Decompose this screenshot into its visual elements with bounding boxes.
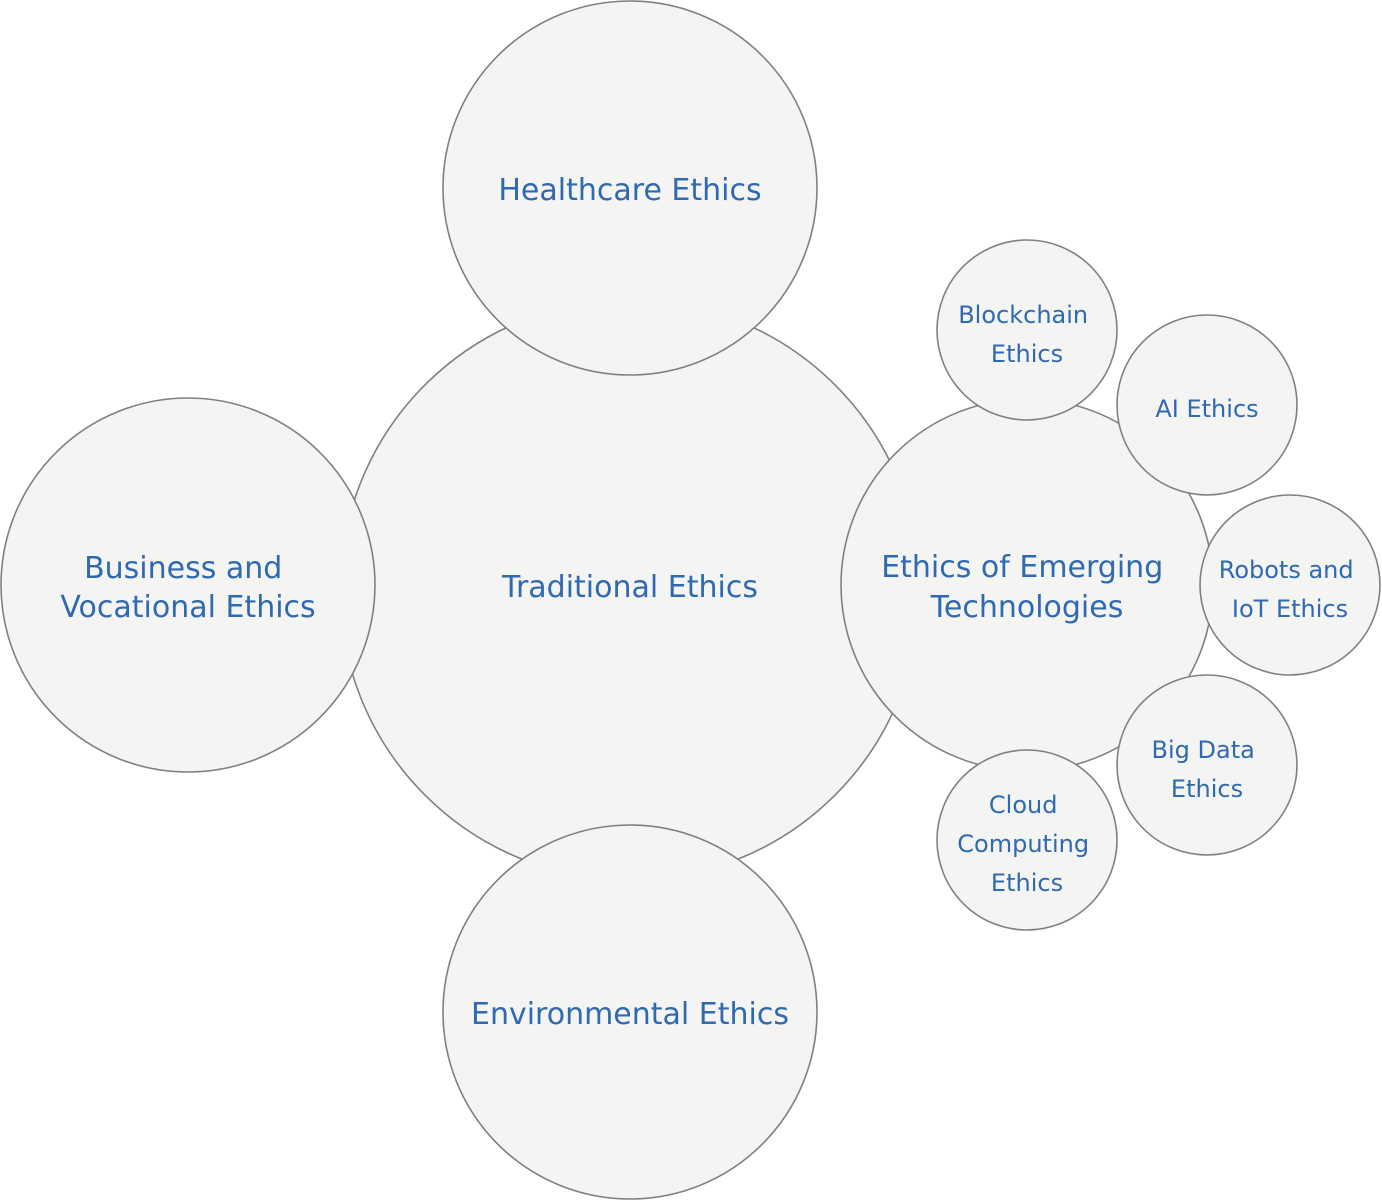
label-blockchain-ethics: Blockchain Ethics [958,301,1096,368]
label-line: Cloud [989,791,1058,819]
label-line: Technologies [930,590,1124,625]
label-healthcare-ethics: Healthcare Ethics [498,173,761,208]
label-line: Traditional Ethics [501,570,758,605]
label-cloud-computing-ethics: Cloud Computing Ethics [957,791,1096,897]
label-line: Big Data [1152,736,1255,764]
label-robots-and-iot-ethics: Robots and IoT Ethics [1219,556,1362,623]
label-line: Ethics [991,340,1063,368]
label-line: Robots and [1219,556,1354,584]
label-line: Ethics of Emerging [881,550,1163,585]
node-environmental-ethics: Environmental Ethics [442,824,818,1200]
label-ai-ethics: AI Ethics [1155,395,1258,423]
bubble-healthcare-ethics [442,0,818,376]
node-robots-and-iot-ethics: Robots and IoT Ethics [1199,494,1381,676]
label-line: Computing [957,830,1089,858]
label-line: Environmental Ethics [471,997,789,1032]
node-blockchain-ethics: Blockchain Ethics [936,239,1118,421]
bubble-environmental-ethics [442,824,818,1200]
node-ai-ethics: AI Ethics [1116,314,1298,496]
label-line: Blockchain [958,301,1088,329]
label-ethics-of-emerging-technologies: Ethics of Emerging Technologies [881,550,1173,625]
bubble-ai-ethics [1116,314,1298,496]
label-line: Vocational Ethics [60,590,315,625]
label-line: Ethics [991,869,1063,897]
node-traditional-ethics: Traditional Ethics [339,299,921,881]
label-line: Ethics [1171,775,1243,803]
bubble-blockchain-ethics [936,239,1118,421]
label-big-data-ethics: Big Data Ethics [1152,736,1263,803]
label-environmental-ethics: Environmental Ethics [471,997,789,1032]
label-line: Business and [84,551,282,586]
node-cloud-computing-ethics: Cloud Computing Ethics [936,749,1118,931]
node-healthcare-ethics: Healthcare Ethics [442,0,818,376]
label-line: IoT Ethics [1232,595,1348,623]
node-business-and-vocational-ethics: Business and Vocational Ethics [0,397,376,773]
bubble-robots-and-iot-ethics [1199,494,1381,676]
label-line: Healthcare Ethics [498,173,761,208]
node-big-data-ethics: Big Data Ethics [1116,674,1298,856]
label-traditional-ethics: Traditional Ethics [501,570,758,605]
bubble-cloud-computing-ethics [936,749,1118,931]
bubble-big-data-ethics [1116,674,1298,856]
bubble-business-and-vocational-ethics [0,397,376,773]
label-business-and-vocational-ethics: Business and Vocational Ethics [60,551,315,625]
label-line: AI Ethics [1155,395,1258,423]
